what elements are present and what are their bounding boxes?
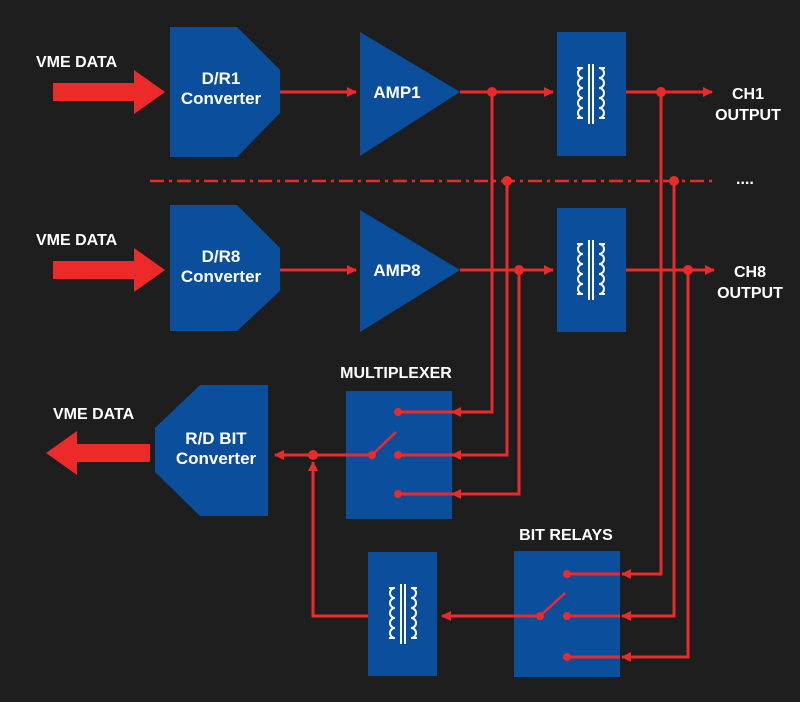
ch8-output-label: OUTPUT — [717, 285, 783, 302]
multiplexer-label: MULTIPLEXER — [340, 365, 452, 382]
vme-data-out-arrow — [46, 431, 150, 475]
switch-icon — [346, 408, 452, 498]
rd-line1: R/D BIT — [185, 429, 247, 448]
dr8-converter-block — [170, 205, 280, 331]
switch-icon — [514, 570, 620, 661]
dr8-line1: D/R8 — [202, 247, 241, 266]
transformer-ch1 — [557, 32, 626, 156]
dr1-line2: Converter — [181, 89, 262, 108]
vme-data-out-label: VME DATA — [53, 406, 135, 423]
ch1-label: CH1 — [732, 86, 764, 103]
ellipsis-label: .... — [736, 171, 754, 188]
vme-data-in-8-label: VME DATA — [36, 232, 118, 249]
rd-bit-converter-block — [155, 385, 268, 516]
transformer-bit — [368, 552, 437, 676]
dr1-line1: D/R1 — [202, 69, 241, 88]
dr1-converter-block — [170, 27, 280, 157]
transformer-ch8 — [557, 208, 626, 332]
ch1-output-label: OUTPUT — [715, 107, 781, 124]
rd-line2: Converter — [176, 449, 257, 468]
ch8-label: CH8 — [734, 264, 766, 281]
amp8-label: AMP8 — [373, 261, 420, 280]
vme-data-in-1-label: VME DATA — [36, 54, 118, 71]
amp1-label: AMP1 — [373, 83, 420, 102]
bit-relays-label: BIT RELAYS — [519, 527, 613, 544]
amp1-block — [360, 32, 460, 156]
amp8-block — [360, 210, 460, 332]
vme-data-in-arrow-8 — [53, 248, 165, 292]
dr8-line2: Converter — [181, 267, 262, 286]
vme-data-in-arrow-1 — [53, 70, 165, 114]
